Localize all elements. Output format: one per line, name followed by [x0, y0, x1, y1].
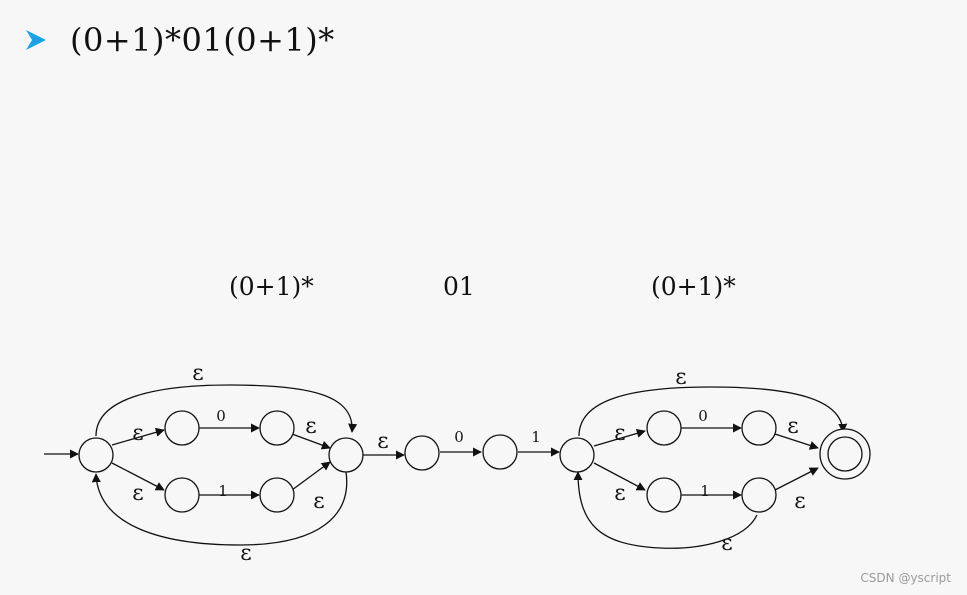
section-label-concat: 01 — [443, 272, 475, 301]
label-zero-2: 0 — [698, 407, 708, 425]
state-2-start — [559, 437, 595, 473]
label-eps-2a: ε — [614, 421, 625, 446]
section-label-first-star: (0+1)* — [229, 272, 314, 301]
regex-title: (0+1)*01(0+1)* — [70, 21, 335, 59]
label-zero-mid: 0 — [454, 428, 464, 446]
edge-eps-skip-2 — [578, 386, 848, 437]
state-2-top-b — [741, 410, 777, 446]
state-1-bottom-a — [164, 477, 200, 513]
state-start — [78, 437, 114, 473]
label-eps-back-2: ε — [721, 531, 732, 556]
state-accept-inner — [827, 436, 863, 472]
label-eps-1c: ε — [305, 414, 316, 439]
label-zero-1: 0 — [216, 407, 226, 425]
edge-eps-back-2 — [573, 471, 758, 549]
edge-eps-1d — [291, 461, 331, 491]
label-eps-2b: ε — [614, 481, 625, 506]
state-2-bottom-b — [741, 477, 777, 513]
edge-eps-2a — [593, 428, 646, 447]
state-1-bottom-b — [259, 477, 295, 513]
label-eps-skip-1: ε — [192, 361, 203, 386]
title-row: (0+1)*01(0+1)* — [24, 18, 335, 62]
state-1-top-b — [259, 410, 295, 446]
edge-eps-1a — [111, 427, 165, 446]
edge-eps-2d — [774, 467, 819, 491]
state-2-bottom-a — [646, 477, 682, 513]
edge-eps-2b — [593, 462, 646, 491]
label-eps-1a: ε — [132, 421, 143, 446]
section-label-second-star: (0+1)* — [651, 272, 736, 301]
state-1-top-a — [164, 410, 200, 446]
label-eps-2d: ε — [794, 489, 805, 514]
label-one-1: 1 — [218, 482, 228, 500]
edge-eps-skip-1 — [95, 384, 358, 437]
label-eps-connect: ε — [377, 429, 388, 454]
label-eps-2c: ε — [787, 414, 798, 439]
state-2-top-a — [646, 410, 682, 446]
edge-eps-2c — [774, 433, 819, 450]
label-one-2: 1 — [700, 482, 710, 500]
watermark: CSDN @yscript — [860, 571, 951, 585]
label-eps-1d: ε — [313, 489, 324, 514]
label-eps-skip-2: ε — [675, 365, 686, 390]
edge-eps-1c — [291, 433, 331, 450]
edge-eps-1b — [111, 462, 165, 491]
label-one-mid: 1 — [531, 428, 541, 446]
state-mid-a — [404, 435, 440, 471]
edge-eps-back-1 — [91, 471, 348, 546]
label-eps-1b: ε — [132, 481, 143, 506]
label-eps-back-1: ε — [240, 541, 251, 566]
state-mid-b — [482, 434, 518, 470]
state-1-end — [328, 437, 364, 473]
arrowhead-bullet-icon — [26, 30, 46, 50]
